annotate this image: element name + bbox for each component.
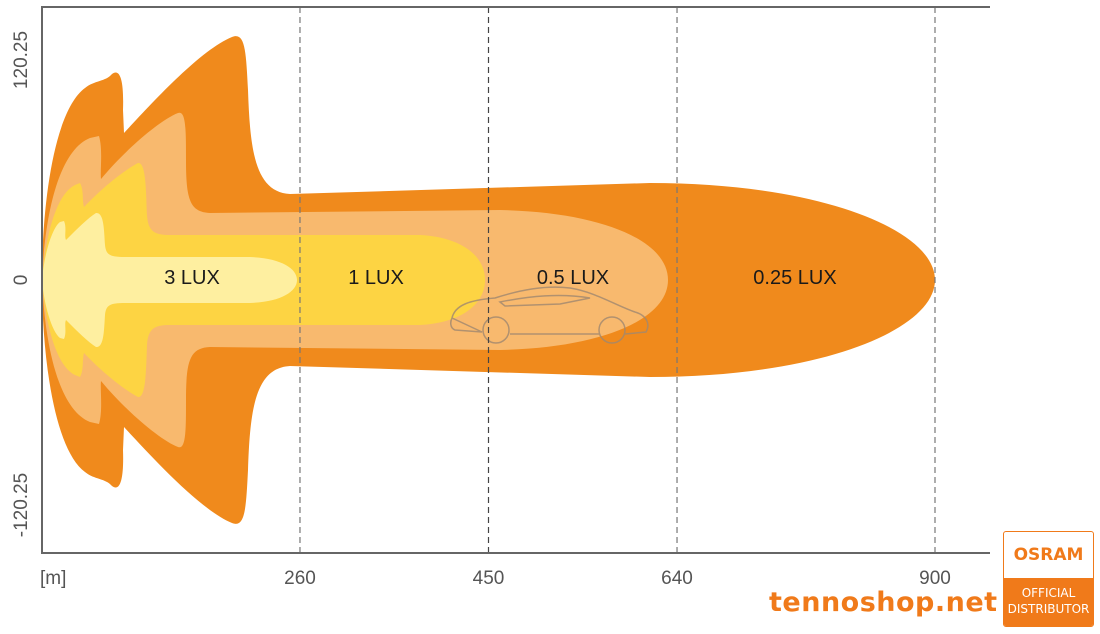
x-tick-label: 640	[661, 568, 693, 589]
y-tick-label: 0	[11, 275, 32, 286]
gridlines	[299, 7, 936, 553]
label-0.25-lux: 0.25 LUX	[753, 267, 836, 289]
distributor-label: OFFICIAL DISTRIBUTOR	[1004, 578, 1093, 626]
osram-logo: OSRAM	[1013, 545, 1084, 565]
y-tick-label: -120.25	[11, 473, 32, 537]
zone-1-lux	[42, 162, 485, 398]
axes	[41, 6, 990, 554]
zone-3-lux	[42, 212, 297, 348]
osram-distributor-badge: OSRAM OFFICIAL DISTRIBUTOR	[1003, 531, 1094, 627]
x-tick-label: 260	[284, 568, 316, 589]
x-tick-labels: 260 450 640 900	[284, 568, 951, 589]
label-3-lux: 3 LUX	[164, 267, 220, 289]
badge-line-2: DISTRIBUTOR	[1007, 602, 1090, 616]
label-1-lux: 1 LUX	[348, 267, 404, 289]
x-tick-label: 450	[473, 568, 505, 589]
watermark-text: tennoshop.net	[769, 587, 998, 618]
x-tick-label: 900	[919, 568, 951, 589]
car-silhouette-icon	[450, 286, 649, 344]
badge-line-1: OFFICIAL	[1021, 586, 1076, 600]
x-axis-label: [m]	[40, 568, 66, 589]
label-0.5-lux: 0.5 LUX	[537, 267, 609, 289]
y-tick-label: 120.25	[11, 31, 32, 89]
